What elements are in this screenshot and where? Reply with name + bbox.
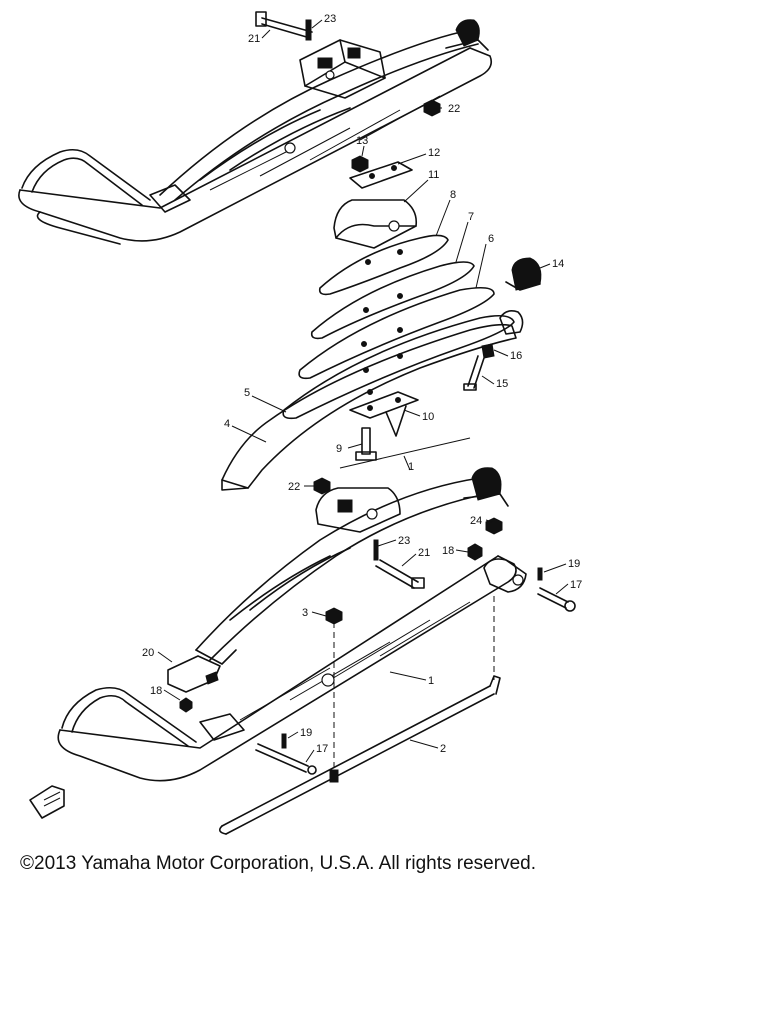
callout-24: 24 bbox=[470, 515, 482, 527]
callout-4: 4 bbox=[224, 418, 230, 430]
callout-21-upper: 21 bbox=[248, 33, 260, 45]
callout-19-front: 19 bbox=[568, 558, 580, 570]
callout-22-lower: 22 bbox=[288, 481, 300, 493]
callout-23-upper: 23 bbox=[324, 13, 336, 25]
copyright-notice: ©2013 Yamaha Motor Corporation, U.S.A. A… bbox=[20, 853, 536, 874]
callout-22-upper: 22 bbox=[448, 103, 460, 115]
wear-bar bbox=[218, 675, 501, 835]
callout-5: 5 bbox=[244, 387, 250, 399]
callout-18-rear: 18 bbox=[150, 685, 162, 697]
callout-17-rear: 17 bbox=[316, 743, 328, 755]
callout-10: 10 bbox=[422, 411, 434, 423]
callout-16: 16 bbox=[510, 350, 522, 362]
callout-13: 13 bbox=[356, 135, 368, 147]
callout-2: 2 bbox=[440, 743, 446, 755]
callout-1-lower: 1 bbox=[428, 675, 434, 687]
callout-1-upper: 1 bbox=[408, 461, 414, 473]
callout-19-rear: 19 bbox=[300, 727, 312, 739]
callout-12: 12 bbox=[428, 147, 440, 159]
callout-17-front: 17 bbox=[570, 579, 582, 591]
callout-7: 7 bbox=[468, 211, 474, 223]
callout-9: 9 bbox=[336, 443, 342, 455]
callout-18-front: 18 bbox=[442, 545, 454, 557]
callout-6: 6 bbox=[488, 233, 494, 245]
front-direction-icon bbox=[29, 785, 65, 819]
callout-14: 14 bbox=[552, 258, 564, 270]
upper-ski-assembly bbox=[18, 11, 493, 245]
ski-assembly-diagram: 23 21 22 13 12 11 8 7 6 14 16 15 5 4 10 … bbox=[18, 11, 582, 835]
callout-21-lower: 21 bbox=[418, 547, 430, 559]
lower-ski-assembly bbox=[57, 467, 576, 782]
callout-3: 3 bbox=[302, 607, 308, 619]
callout-8: 8 bbox=[450, 189, 456, 201]
callout-15: 15 bbox=[496, 378, 508, 390]
callout-20: 20 bbox=[142, 647, 154, 659]
callout-23-lower: 23 bbox=[398, 535, 410, 547]
exploded-parts bbox=[221, 155, 542, 491]
callout-11: 11 bbox=[428, 169, 439, 181]
